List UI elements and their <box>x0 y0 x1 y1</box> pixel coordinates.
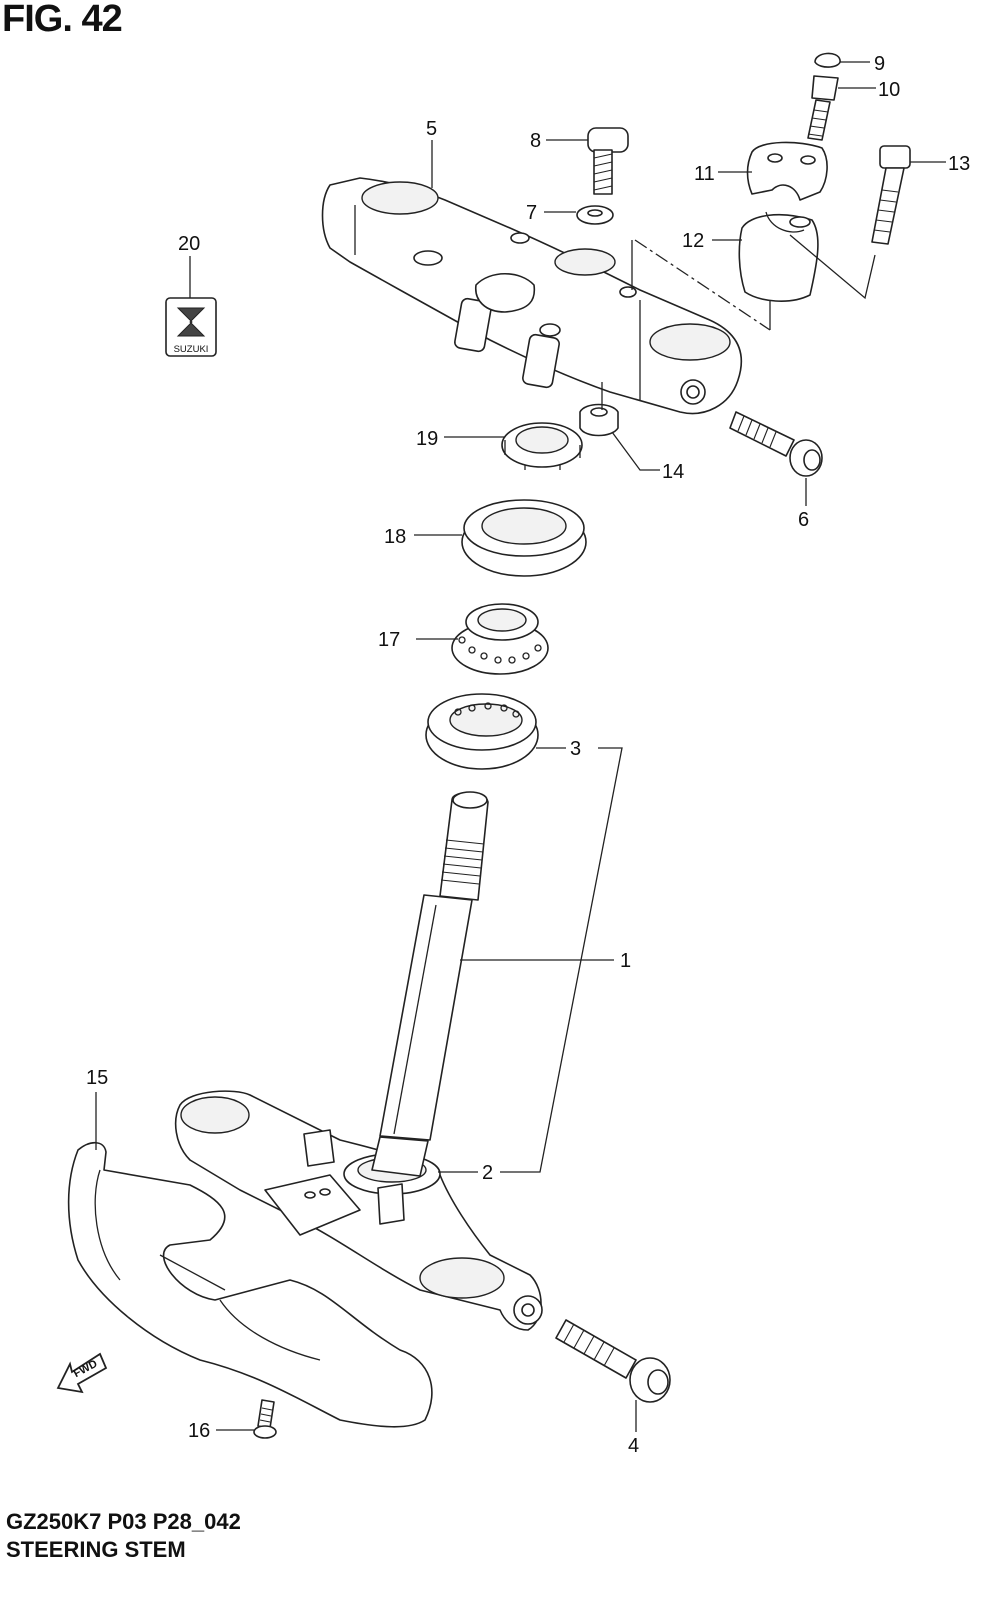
part-5-upper-bracket[interactable] <box>321 177 743 415</box>
callout-9: 9 <box>874 53 885 75</box>
part-6-flange-bolt[interactable] <box>729 411 823 477</box>
callout-10: 10 <box>878 79 900 101</box>
figure-title: FIG. 42 <box>2 0 123 40</box>
assembly-lines <box>601 234 876 410</box>
callout-13: 13 <box>948 153 970 175</box>
callout-7: 7 <box>526 202 537 224</box>
callout-12: 12 <box>682 230 704 252</box>
part-12-handlebar-holder-lower[interactable] <box>738 211 819 302</box>
callout-6: 6 <box>798 509 809 531</box>
part-14-nut[interactable] <box>579 403 619 437</box>
part-9-cap[interactable] <box>814 52 841 68</box>
callout-15: 15 <box>86 1067 108 1089</box>
part-3-lower-bearing[interactable] <box>425 693 539 770</box>
callout-8: 8 <box>530 130 541 152</box>
part-4-flange-bolt[interactable] <box>555 1319 671 1403</box>
callout-19: 19 <box>416 428 438 450</box>
callout-14: 14 <box>662 461 684 483</box>
figure-name: STEERING STEM <box>6 1537 186 1562</box>
callout-1: 1 <box>620 950 631 972</box>
part-20-emblem[interactable]: SUZUKI <box>165 297 217 357</box>
part-8-bolt[interactable] <box>587 127 629 195</box>
part-19-steering-stem-nut[interactable] <box>501 422 583 470</box>
callout-2: 2 <box>482 1162 493 1184</box>
part-10-bolt[interactable] <box>807 75 839 141</box>
callout-20: 20 <box>178 233 200 255</box>
part-13-bolt[interactable] <box>871 145 911 245</box>
part-7-washer[interactable] <box>576 205 614 225</box>
part-15-cover[interactable] <box>67 1141 433 1428</box>
forward-direction-arrow: FWD <box>56 1352 108 1394</box>
callout-16: 16 <box>188 1420 210 1442</box>
emblem-logo-text: SUZUKI <box>174 344 209 355</box>
callout-4: 4 <box>628 1435 639 1457</box>
lower-bracket[interactable] <box>174 1090 543 1331</box>
callout-labels: 1 2 3 4 5 6 7 8 9 10 11 12 13 14 15 16 1… <box>86 53 970 1457</box>
callout-18: 18 <box>384 526 406 548</box>
callout-17: 17 <box>378 629 400 651</box>
model-code: GZ250K7 P03 P28_042 <box>6 1509 241 1534</box>
part-18-dust-seal[interactable] <box>461 499 587 577</box>
leader-lines <box>95 61 946 1432</box>
figure-footer: GZ250K7 P03 P28_042 STEERING STEM <box>6 1508 241 1564</box>
callout-5: 5 <box>426 118 437 140</box>
part-17-upper-bearing[interactable] <box>451 603 549 675</box>
callout-11: 11 <box>694 163 715 185</box>
part-1-steering-stem[interactable] <box>379 791 489 1141</box>
part-16-screw[interactable] <box>253 1399 277 1439</box>
callout-3: 3 <box>570 738 581 760</box>
part-11-handlebar-holder-upper[interactable] <box>746 141 828 201</box>
